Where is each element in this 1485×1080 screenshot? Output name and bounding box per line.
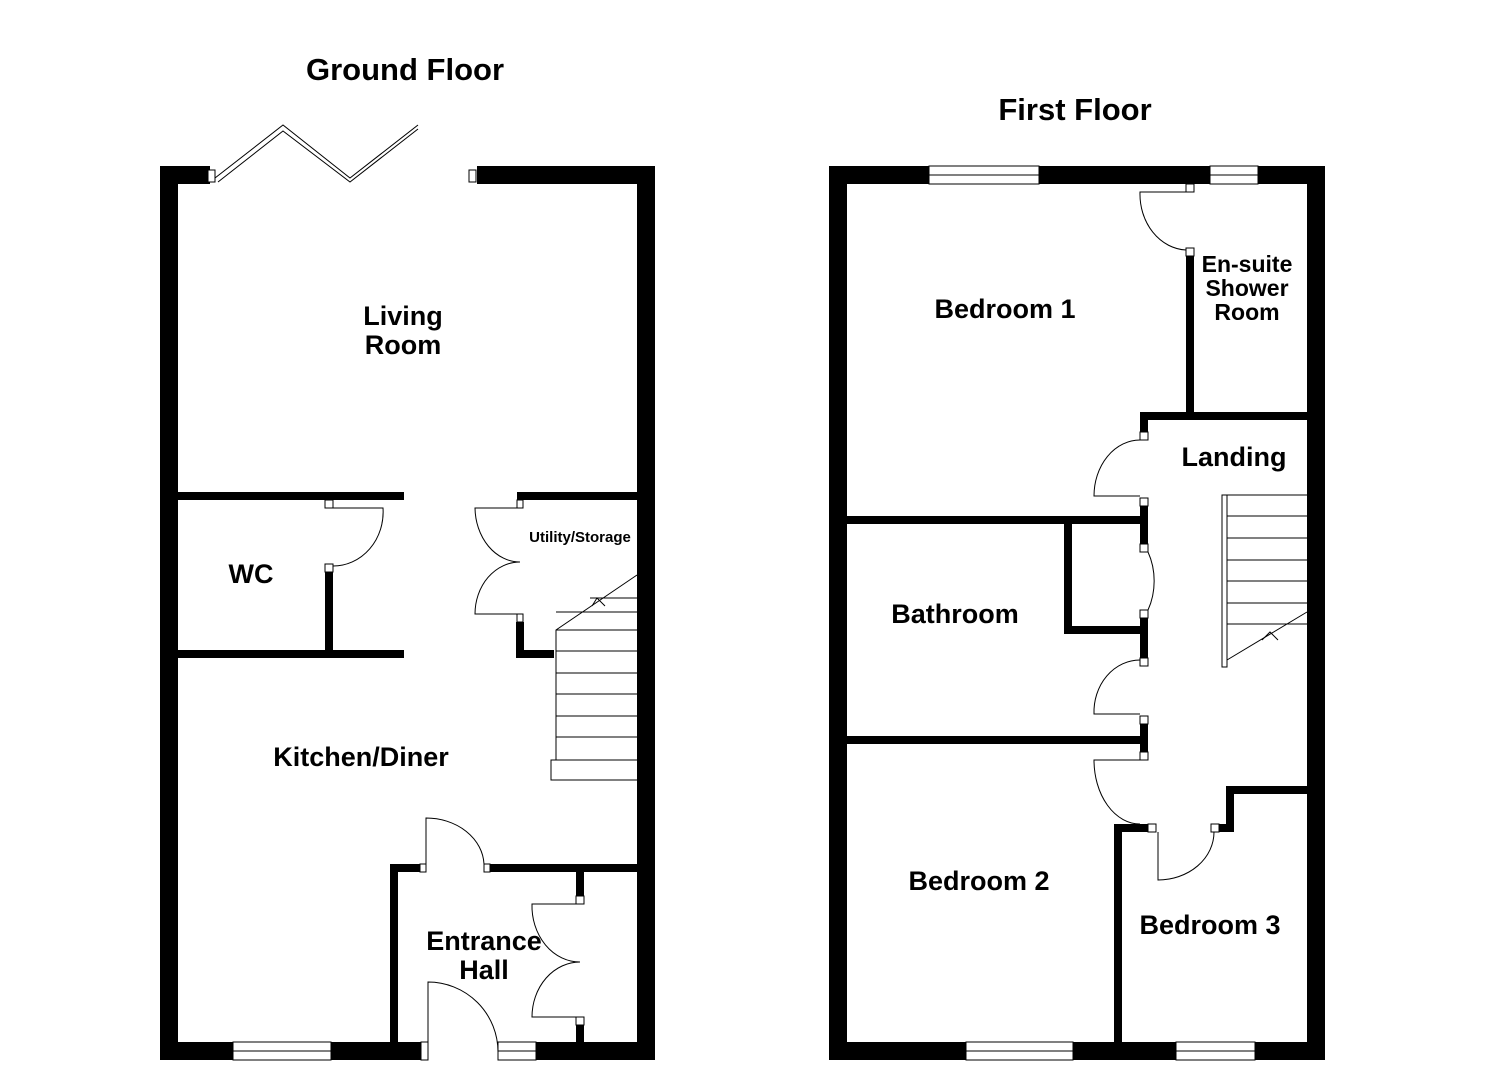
ground-floor-title: Ground Floor <box>306 52 504 87</box>
entrance-hall-label-line2: Hall <box>459 955 509 985</box>
utility-label: Utility/Storage <box>529 529 631 546</box>
bathroom-label: Bathroom <box>891 599 1019 629</box>
ground-outer-walls <box>160 166 655 1060</box>
ground-internal-walls <box>178 492 637 1046</box>
ensuite-label-line3: Room <box>1214 299 1279 325</box>
bedroom-1-label: Bedroom 1 <box>934 294 1075 324</box>
living-room-label-line2: Room <box>365 330 442 360</box>
ground-floor: Ground Floor <box>160 52 655 1061</box>
first-outer-walls <box>829 166 1325 1060</box>
bifold-doors <box>207 124 477 183</box>
first-floor-title: First Floor <box>998 92 1151 127</box>
first-staircase <box>1221 494 1308 668</box>
entrance-hall-label-line1: Entrance <box>426 926 542 956</box>
ensuite-label-line2: Shower <box>1205 275 1288 301</box>
first-internal-walls <box>847 248 1307 1046</box>
bedroom-3-label: Bedroom 3 <box>1139 910 1280 940</box>
first-windows <box>928 165 1259 1061</box>
landing-label: Landing <box>1182 442 1287 472</box>
first-floor: First Floor <box>829 92 1325 1061</box>
bedroom-2-label: Bedroom 2 <box>908 866 1049 896</box>
kitchen-diner-label: Kitchen/Diner <box>273 742 449 772</box>
living-room-label-line1: Living <box>363 301 443 331</box>
first-doors <box>1093 183 1220 881</box>
ground-staircase <box>550 574 638 781</box>
ground-windows <box>232 1041 537 1061</box>
ground-doors <box>324 499 585 1061</box>
ensuite-label-line1: En-suite <box>1202 251 1293 277</box>
wc-label: WC <box>229 559 274 589</box>
